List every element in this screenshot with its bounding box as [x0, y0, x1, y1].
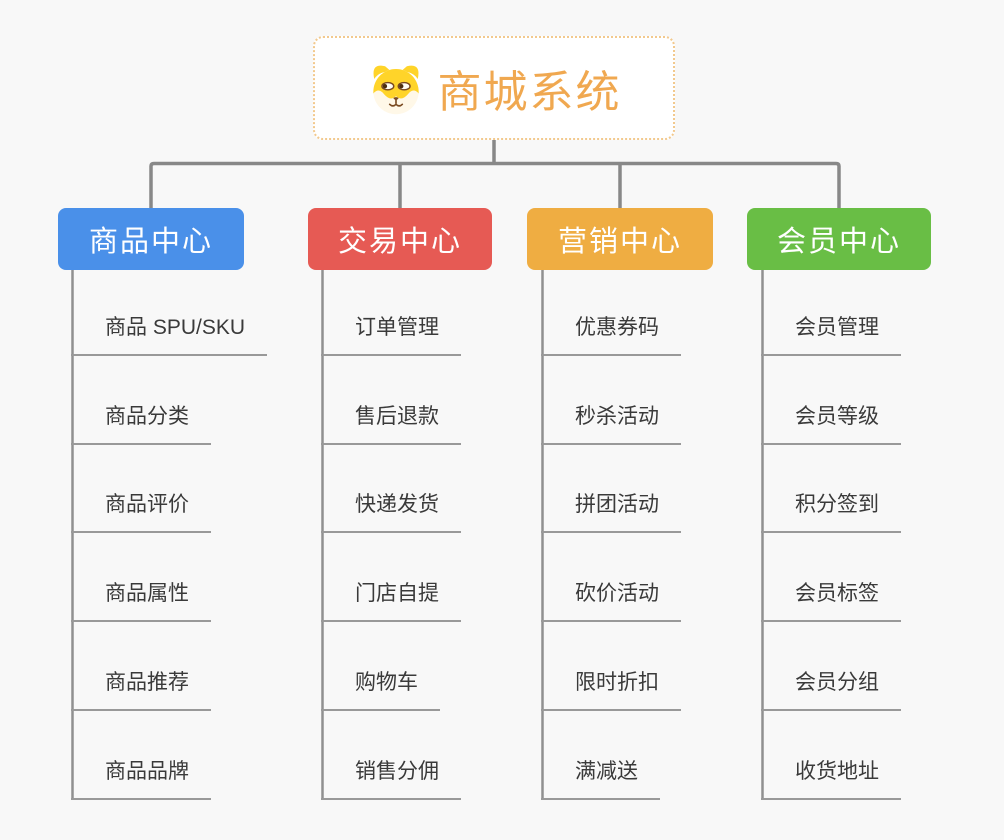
subtopic-node[interactable]: 销售分佣 [321, 755, 461, 800]
subtopic-node[interactable]: 会员等级 [761, 400, 901, 445]
subtopic-node[interactable]: 秒杀活动 [541, 400, 681, 445]
subtopic-node[interactable]: 积分签到 [761, 488, 901, 533]
subtopic-node[interactable]: 会员标签 [761, 577, 901, 622]
subtopic-node[interactable]: 砍价活动 [541, 577, 681, 622]
branch-node-label: 商品中心 [88, 226, 213, 258]
subtopic-node[interactable]: 满减送 [541, 755, 660, 800]
subtopic-node[interactable]: 订单管理 [321, 311, 461, 356]
subtopic-node[interactable]: 商品分类 [71, 400, 211, 445]
branch-drop-lines [398, 163, 622, 208]
branch-node-label: 营销中心 [557, 226, 682, 258]
branch-node-trade-center[interactable]: 交易中心 [308, 208, 492, 270]
subtopic-node[interactable]: 商品 SPU/SKU [71, 311, 268, 356]
root-node-title: 商城系统 [437, 68, 622, 117]
subtopic-node[interactable]: 会员管理 [761, 311, 901, 356]
subtopic-node[interactable]: 快递发货 [321, 488, 461, 533]
branch-node-label: 会员中心 [776, 226, 901, 258]
subtopic-node[interactable]: 商品推荐 [71, 666, 211, 711]
subtopic-node[interactable]: 限时折扣 [541, 666, 681, 711]
dog-face-icon [367, 59, 425, 117]
branch-node-label: 交易中心 [337, 226, 462, 258]
subtopic-node[interactable]: 售后退款 [321, 400, 461, 445]
subtopic-node[interactable]: 商品评价 [71, 488, 211, 533]
subtopic-node[interactable]: 拼团活动 [541, 488, 681, 533]
subtopic-node[interactable]: 门店自提 [321, 577, 461, 622]
root-node[interactable]: 商城系统 [313, 36, 675, 140]
subtopic-node[interactable]: 商品属性 [71, 577, 211, 622]
subtopic-node[interactable]: 购物车 [321, 666, 440, 711]
branch-rail-line [149, 161, 841, 208]
branch-node-product-center[interactable]: 商品中心 [58, 208, 244, 270]
branch-node-marketing-center[interactable]: 营销中心 [527, 208, 713, 270]
subtopic-node[interactable]: 优惠券码 [541, 311, 681, 356]
subtopic-node[interactable]: 会员分组 [761, 666, 901, 711]
subtopic-node[interactable]: 收货地址 [761, 755, 901, 800]
branch-node-member-center[interactable]: 会员中心 [747, 208, 931, 270]
subtopic-node[interactable]: 商品品牌 [71, 755, 211, 800]
